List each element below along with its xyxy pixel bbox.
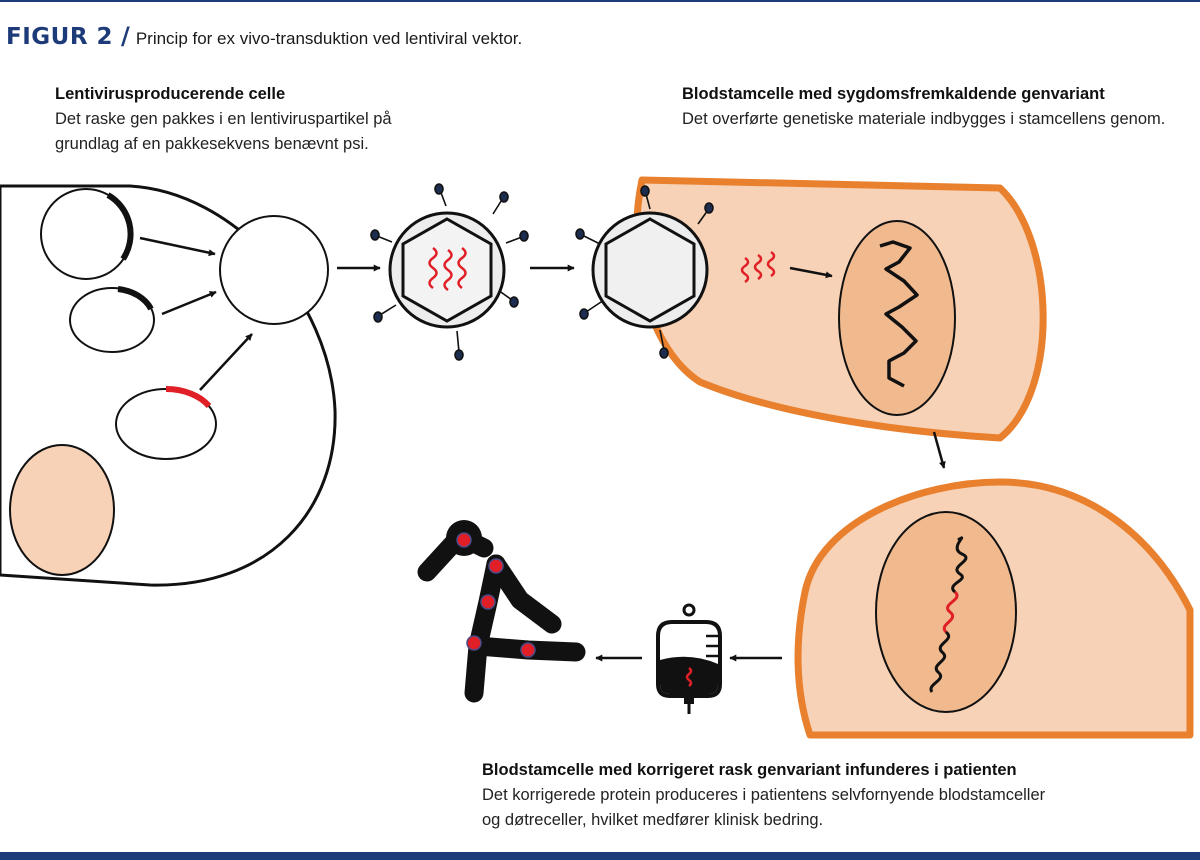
- arrow-plasmid-1: [139, 236, 216, 257]
- stemcell-caption: Blodstamcelle med sygdomsfremkaldende ge…: [682, 82, 1192, 132]
- corrected-nucleus: [875, 511, 1017, 713]
- bottom-rule: [0, 852, 1200, 860]
- running-patient-icon: [417, 520, 586, 703]
- lentivirus-empty: [575, 185, 714, 359]
- stemcell-text-line-1: Det overførte genetiske materiale indbyg…: [682, 110, 1166, 128]
- corrected-cell-text-line-1: Det korrigerede protein produceres i pat…: [482, 786, 1046, 804]
- producer-nucleus: [9, 444, 115, 576]
- infusion-bag-icon: [656, 603, 722, 714]
- top-rule: [0, 0, 1200, 2]
- stemcell-nucleus: [838, 220, 956, 416]
- corrected-cell-heading: Blodstamcelle med korrigeret rask genvar…: [482, 761, 1017, 779]
- plasmid-3-healthy-gene: [115, 385, 217, 460]
- arrow-to-corrected-cell: [932, 431, 946, 469]
- corrected-cell-text-line-2: og døtreceller, hvilket medfører klinisk…: [482, 811, 824, 829]
- corrected-dna-lower: [929, 630, 950, 693]
- arrow-plasmid-3: [199, 333, 253, 391]
- producer-cell-caption: Lentivirusproducerende celle Det raske g…: [55, 82, 475, 157]
- corrected-cell-caption: Blodstamcelle med korrigeret rask genvar…: [482, 758, 1122, 833]
- producer-cell-text-line-1: Det raske gen pakkes i en lentiviruspart…: [55, 110, 392, 128]
- lentivirus-particle: [370, 183, 529, 361]
- figure-title: Princip for ex vivo-transduktion ved len…: [135, 29, 523, 48]
- incoming-genes: [740, 250, 776, 284]
- producer-cell: [0, 184, 337, 587]
- producer-cell-heading: Lentivirusproducerende celle: [55, 85, 286, 103]
- producer-cell-text-line-2: grundlag af en pakkesekvens benævnt psi.: [55, 135, 369, 153]
- plasmid-2: [69, 286, 155, 353]
- figure-label: FIGUR 2: [6, 24, 114, 50]
- virus-assembly-circle: [219, 215, 329, 325]
- inserted-gene: [942, 590, 959, 634]
- plasmid-1: [40, 188, 134, 280]
- stemcell-diseased: [633, 176, 1047, 442]
- arrow-plasmid-2: [161, 290, 217, 316]
- stemcell-corrected: [794, 478, 1194, 739]
- figure-slash: /: [121, 22, 130, 50]
- arrow-to-nucleus: [789, 266, 833, 279]
- corrected-dna-upper: [951, 536, 968, 594]
- host-dna: [879, 240, 919, 388]
- figure-header: FIGUR 2 / Princip for ex vivo-transduktion…: [6, 22, 522, 50]
- stemcell-heading: Blodstamcelle med sygdomsfremkaldende ge…: [682, 85, 1105, 103]
